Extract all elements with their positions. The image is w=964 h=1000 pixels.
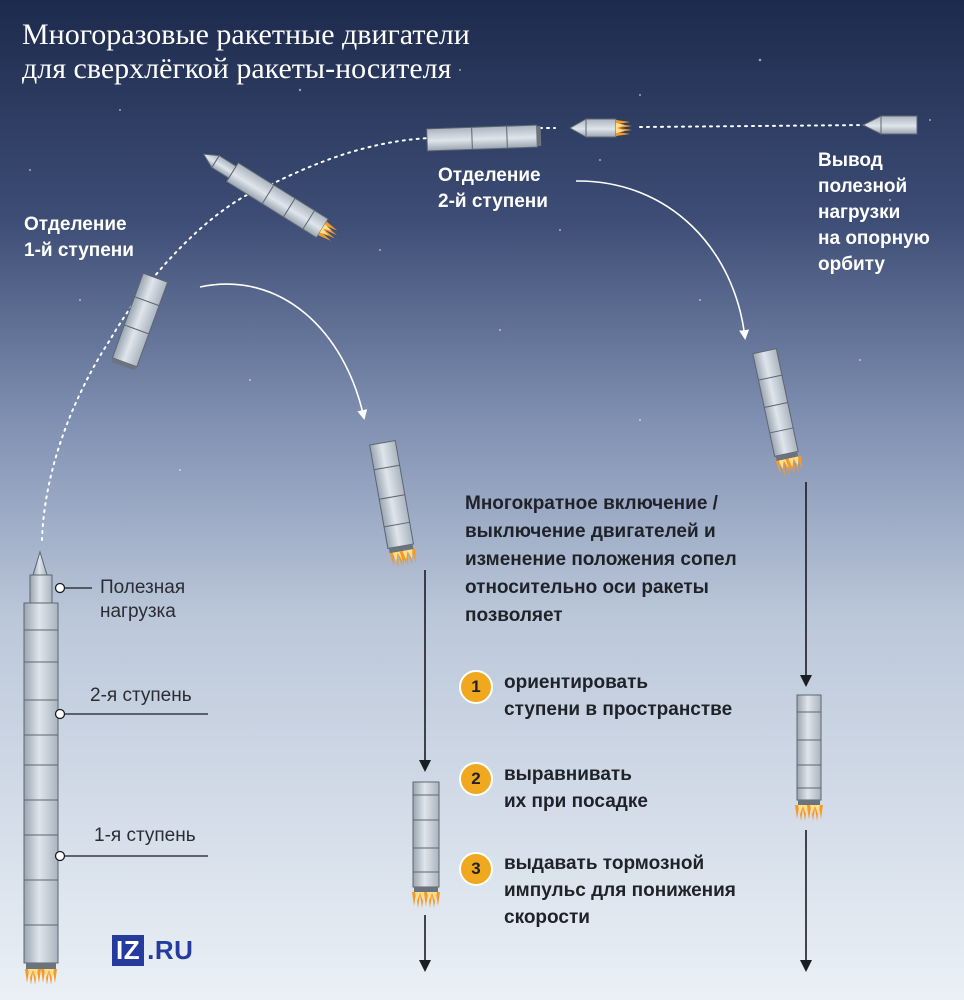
separation2-label: Отделение 2-й ступени <box>438 165 548 212</box>
separation1-label: Отделение 1-й ступени <box>24 214 134 261</box>
item-2-badge: 2 <box>459 762 493 796</box>
stage1-landing <box>412 781 440 908</box>
label-pointer-dots <box>54 582 66 862</box>
iz-ru-logo[interactable]: IZ.RU <box>112 935 193 966</box>
ascent-trajectory <box>41 137 431 541</box>
logo-box: IZ <box>112 935 145 966</box>
payload-in-orbit <box>861 115 918 135</box>
stage1-label: 1-я ступень <box>94 825 196 846</box>
item-3-text: выдавать тормозной импульс для понижения… <box>504 853 736 928</box>
title-line-1: Многоразовые ракетные двигатели <box>22 18 470 51</box>
orbit-trajectory <box>539 124 871 129</box>
item-3-badge: 3 <box>459 852 493 886</box>
stage1-descending <box>369 439 419 570</box>
logo-text: .RU <box>147 935 194 965</box>
payload-label: Полезная нагрузка <box>100 577 186 622</box>
info-heading: Многократное включение / выключение двиг… <box>465 493 737 626</box>
stage2-descending <box>752 348 805 477</box>
item-2-text: выравнивать их при посадке <box>504 764 648 812</box>
item-1-badge: 1 <box>459 670 493 704</box>
upper-rocket-climbing <box>202 153 341 244</box>
stage2-label: 2-я ступень <box>90 685 192 706</box>
item-1-text: ориентировать ступени в пространстве <box>504 672 733 720</box>
stage2-separating <box>426 124 542 152</box>
label-pointers <box>60 587 208 857</box>
return-arrow-stage2 <box>575 180 750 340</box>
payload-with-engine <box>568 118 632 138</box>
full-rocket <box>23 550 59 985</box>
title-line-2: для сверхлёгкой ракеты-носителя <box>22 52 452 85</box>
return-arrow-stage1 <box>199 283 368 420</box>
page-title: Многоразовые ракетные двигатели для свер… <box>22 18 470 86</box>
orbit-label: Вывод полезной нагрузки на опорную орбит… <box>818 150 930 275</box>
stage1-separating <box>111 272 169 371</box>
stars <box>29 58 931 471</box>
stage2-landing <box>795 694 823 821</box>
